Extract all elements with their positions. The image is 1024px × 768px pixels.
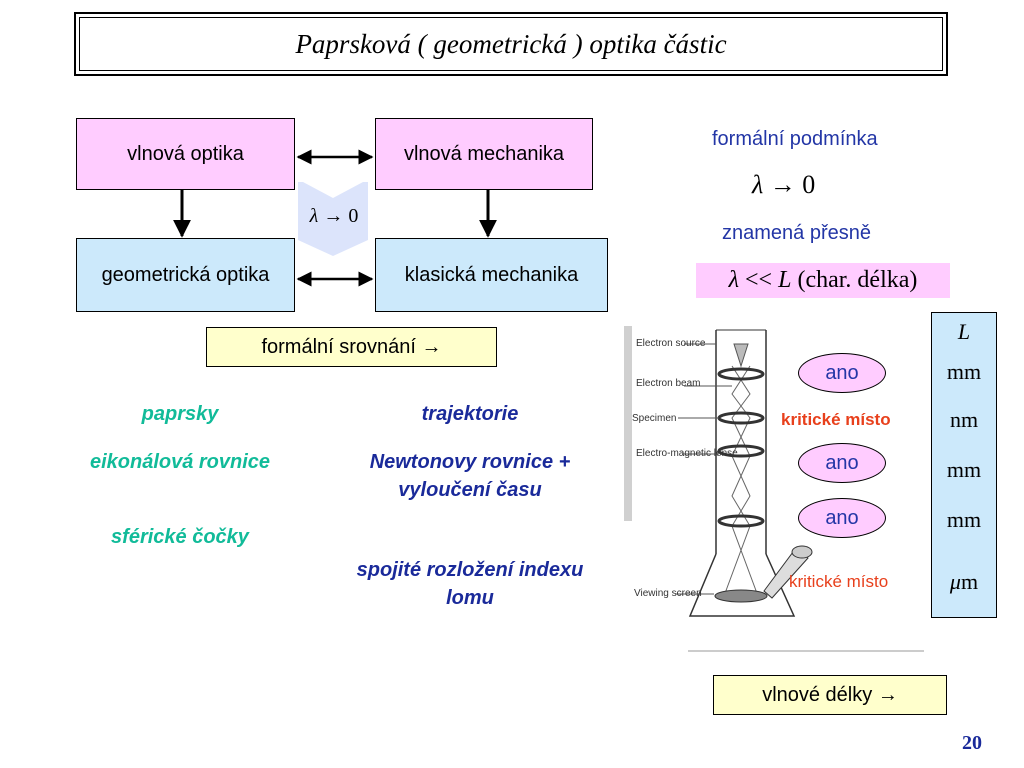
lambda-chevron xyxy=(298,182,368,256)
mic-label-source: Electron source xyxy=(636,338,706,349)
mic-label-beam: Electron beam xyxy=(636,378,700,389)
classical-mechanics-box: klasická mechanika xyxy=(375,238,608,312)
electron-microscope-illustration: Electron source Electron beam Specimen E… xyxy=(624,326,813,617)
wave-optics-box: vlnová optika xyxy=(76,118,295,190)
optics-lenses: sférické čočky xyxy=(111,526,249,548)
means-exactly-label: znamená přesně xyxy=(722,222,871,244)
unit-3: mm xyxy=(946,457,982,482)
mechanics-newton: Newtonovy rovnice + vyloučení času xyxy=(369,451,571,501)
geometric-optics-box: geometrická optika xyxy=(76,238,295,312)
length-units-column: L mm nm mm mm μm xyxy=(931,312,997,618)
mic-label-screen: Viewing screen xyxy=(634,588,702,599)
page-number: 20 xyxy=(962,732,982,754)
page-title: Paprsková ( geometrická ) optika částic xyxy=(79,17,943,71)
unit-1: mm xyxy=(946,359,982,384)
critical-place-label-2: kritické místo xyxy=(789,572,889,591)
unit-4: mm xyxy=(946,507,982,532)
mechanics-index: spojité rozložení indexu lomu xyxy=(356,559,584,609)
wave-mechanics-box: vlnová mechanika xyxy=(375,118,593,190)
answer-yes-3: ano xyxy=(798,498,886,538)
formal-condition-label: formální podmínka xyxy=(712,128,878,150)
mechanics-trajectory: trajektorie xyxy=(421,403,519,425)
lambda-to-zero: λ → 0 xyxy=(309,205,359,227)
optics-rays: paprsky xyxy=(141,403,219,425)
mic-label-lense: Electro-magnetic lense xyxy=(636,448,738,459)
optics-eikonal: eikonálová rovnice xyxy=(89,451,271,473)
answer-yes-1: ano xyxy=(798,353,886,393)
title-frame: Paprsková ( geometrická ) optika částic xyxy=(74,12,948,76)
formal-comparison-box: formální srovnání → xyxy=(206,327,497,367)
unit-5: μm xyxy=(949,569,979,594)
units-header: L xyxy=(957,319,971,344)
wavelengths-box: vlnové délky → xyxy=(713,675,947,715)
answer-yes-2: ano xyxy=(798,443,886,483)
unit-2: nm xyxy=(949,407,979,432)
mic-label-specimen: Specimen xyxy=(632,413,676,424)
condition-formula: λ << L (char. délka) xyxy=(696,263,950,298)
critical-place-label: kritické místo xyxy=(781,410,891,429)
lambda-limit-formula: λ → 0 xyxy=(752,170,816,199)
